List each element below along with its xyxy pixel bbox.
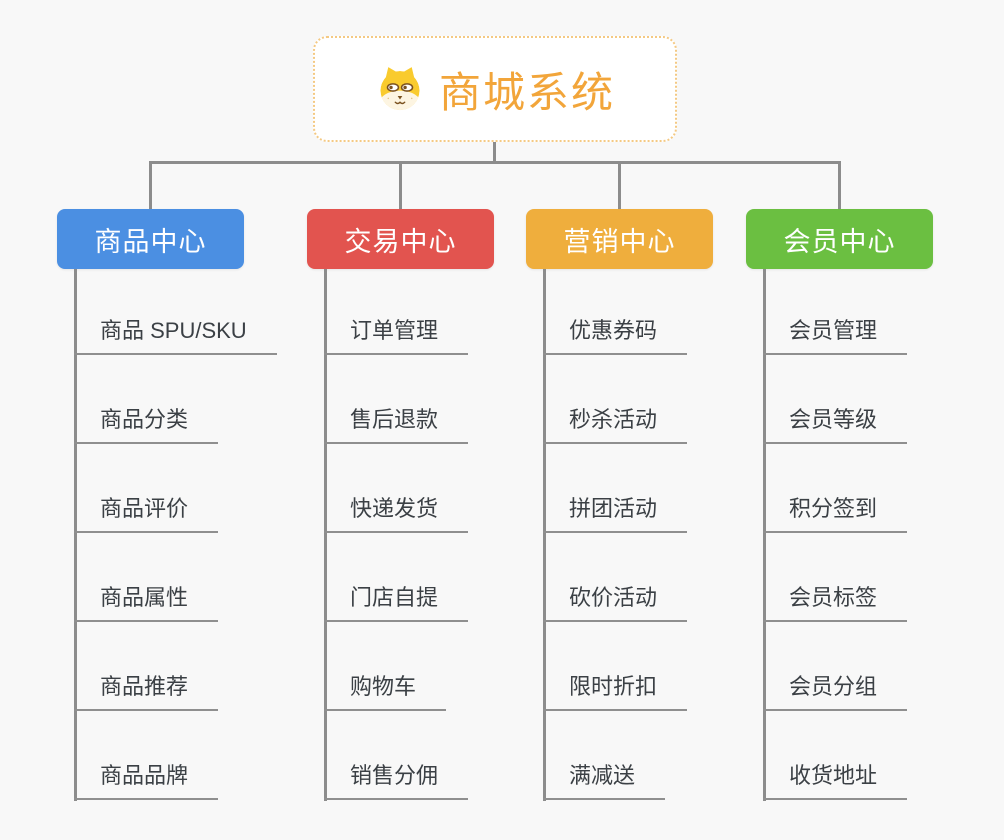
root-topic[interactable]: 商城系统 — [313, 36, 677, 142]
child-topic[interactable]: 商品推荐 — [74, 622, 219, 711]
child-topic[interactable]: 秒杀活动 — [543, 355, 688, 444]
connector-drop-branch-2 — [399, 164, 402, 209]
child-topic[interactable]: 会员分组 — [763, 622, 908, 711]
child-topic[interactable]: 商品属性 — [74, 533, 219, 622]
child-topic-label: 限时折扣 — [569, 674, 658, 699]
connector-drop-branch-4 — [838, 164, 841, 209]
child-topic[interactable]: 会员管理 — [763, 266, 908, 355]
child-topic[interactable]: 会员等级 — [763, 355, 908, 444]
branch-topic-label: 会员中心 — [783, 226, 896, 257]
child-topic-label: 订单管理 — [350, 318, 439, 343]
branch-topic-label: 商品中心 — [94, 226, 207, 257]
child-topic-label: 会员标签 — [789, 585, 878, 610]
branch-topic-label: 营销中心 — [563, 226, 676, 257]
branch-spine-4 — [763, 269, 766, 801]
root-topic-label: 商城系统 — [438, 68, 615, 116]
child-topic[interactable]: 砍价活动 — [543, 533, 688, 622]
child-topic-label: 快递发货 — [350, 496, 439, 521]
branch-children-product: 商品 SPU/SKU 商品分类商品评价商品属性商品推荐商品品牌 — [74, 266, 277, 800]
child-topic-label: 商品品牌 — [100, 763, 189, 788]
child-topic-label: 购物车 — [350, 674, 417, 699]
branch-children-member: 会员管理会员等级积分签到会员标签会员分组收货地址 — [763, 266, 908, 800]
child-topic-label: 商品评价 — [100, 496, 189, 521]
child-topic[interactable]: 订单管理 — [324, 266, 469, 355]
child-topic-label: 砍价活动 — [569, 585, 658, 610]
child-topic-label: 商品分类 — [100, 407, 189, 432]
branch-spine-1 — [74, 269, 77, 801]
child-topic-label: 售后退款 — [350, 407, 439, 432]
child-topic-label: 商品 SPU/SKU — [100, 318, 247, 343]
child-topic[interactable]: 商品品牌 — [74, 711, 219, 800]
child-topic[interactable]: 销售分佣 — [324, 711, 469, 800]
branch-children-marketing: 优惠券码秒杀活动拼团活动砍价活动限时折扣满减送 — [543, 266, 688, 800]
child-topic-label: 销售分佣 — [350, 763, 439, 788]
child-topic-label: 商品属性 — [100, 585, 189, 610]
child-topic[interactable]: 快递发货 — [324, 444, 469, 533]
branch-topic-trade-center[interactable]: 交易中心 — [307, 209, 494, 269]
child-topic-label: 会员分组 — [789, 674, 878, 699]
connector-drop-branch-3 — [618, 164, 621, 209]
child-topic[interactable]: 门店自提 — [324, 533, 469, 622]
branch-spine-2 — [324, 269, 327, 801]
child-topic-label: 拼团活动 — [569, 496, 658, 521]
child-topic-label: 门店自提 — [350, 585, 439, 610]
child-topic-label: 会员管理 — [789, 318, 878, 343]
branch-topic-label: 交易中心 — [344, 226, 457, 257]
child-topic-label: 商品推荐 — [100, 674, 189, 699]
child-topic[interactable]: 优惠券码 — [543, 266, 688, 355]
child-topic[interactable]: 商品分类 — [74, 355, 219, 444]
child-topic[interactable]: 售后退款 — [324, 355, 469, 444]
child-topic[interactable]: 拼团活动 — [543, 444, 688, 533]
child-topic[interactable]: 会员标签 — [763, 533, 908, 622]
child-topic-label: 积分签到 — [789, 496, 878, 521]
child-topic[interactable]: 商品评价 — [74, 444, 219, 533]
branch-topic-marketing-center[interactable]: 营销中心 — [526, 209, 713, 269]
connector-root-stem — [493, 142, 496, 161]
child-topic-label: 秒杀活动 — [569, 407, 658, 432]
child-topic-label: 满减送 — [569, 763, 636, 788]
child-topic[interactable]: 积分签到 — [763, 444, 908, 533]
child-topic[interactable]: 购物车 — [324, 622, 447, 711]
connector-horizontal-bus — [149, 161, 841, 164]
connector-drop-branch-1 — [149, 164, 152, 209]
child-topic[interactable]: 限时折扣 — [543, 622, 688, 711]
branch-children-trade: 订单管理售后退款快递发货门店自提购物车销售分佣 — [324, 266, 469, 800]
dog-face-icon — [375, 64, 425, 114]
branch-spine-3 — [543, 269, 546, 801]
branch-topic-member-center[interactable]: 会员中心 — [746, 209, 933, 269]
child-topic[interactable]: 满减送 — [543, 711, 666, 800]
child-topic-label: 收货地址 — [789, 763, 878, 788]
branch-topic-product-center[interactable]: 商品中心 — [57, 209, 244, 269]
child-topic-label: 会员等级 — [789, 407, 878, 432]
child-topic-label: 优惠券码 — [569, 318, 658, 343]
child-topic[interactable]: 收货地址 — [763, 711, 908, 800]
child-topic[interactable]: 商品 SPU/SKU — [74, 266, 277, 355]
